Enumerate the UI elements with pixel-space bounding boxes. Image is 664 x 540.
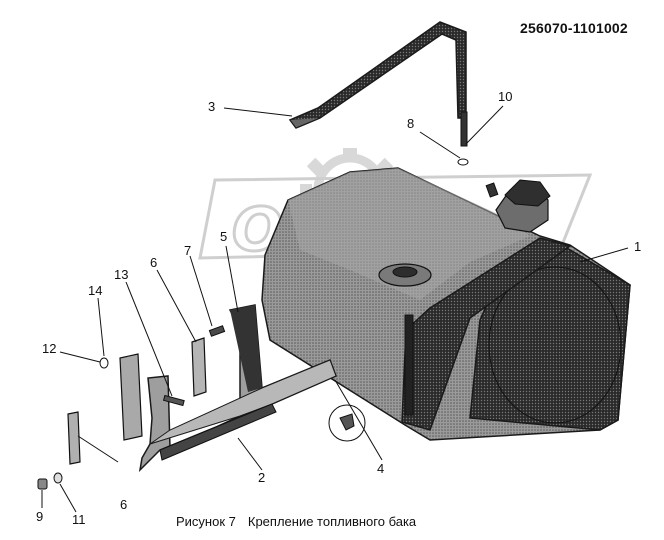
callout-9: 9	[36, 509, 44, 524]
document-code: 256070-1101002	[520, 20, 628, 36]
callout-4: 4	[377, 461, 385, 476]
callout-6-lower: 6	[120, 497, 128, 512]
callout-6-upper: 6	[150, 255, 158, 270]
callout-13: 13	[114, 267, 129, 282]
callout-2: 2	[258, 470, 266, 485]
nut	[457, 158, 469, 166]
right-strap	[401, 237, 572, 431]
bolt	[460, 111, 468, 147]
pad-upper	[191, 337, 207, 397]
callout-10: 10	[498, 89, 513, 104]
callout-5: 5	[220, 229, 228, 244]
leader-lines	[41, 105, 629, 513]
callout-11: 11	[72, 512, 86, 527]
callout-12: 12	[42, 341, 57, 356]
pad-lower	[67, 411, 81, 465]
lower-bracket	[138, 304, 337, 473]
callout-8: 8	[407, 116, 415, 131]
figure-title: Крепление топливного бака	[247, 514, 417, 529]
upper-strap	[288, 21, 467, 129]
left-plate	[119, 353, 143, 441]
callout-7: 7	[184, 243, 192, 258]
drain-detail-circle	[328, 404, 366, 442]
stud	[208, 325, 226, 337]
callout-3: 3	[208, 99, 216, 114]
callout-1: 1	[634, 239, 642, 254]
callout-14: 14	[88, 283, 103, 298]
figure-caption: Рисунок 7 Крепление топливного бака	[176, 514, 416, 529]
figure-label: Рисунок 7	[176, 514, 236, 529]
nut-small	[37, 478, 48, 490]
